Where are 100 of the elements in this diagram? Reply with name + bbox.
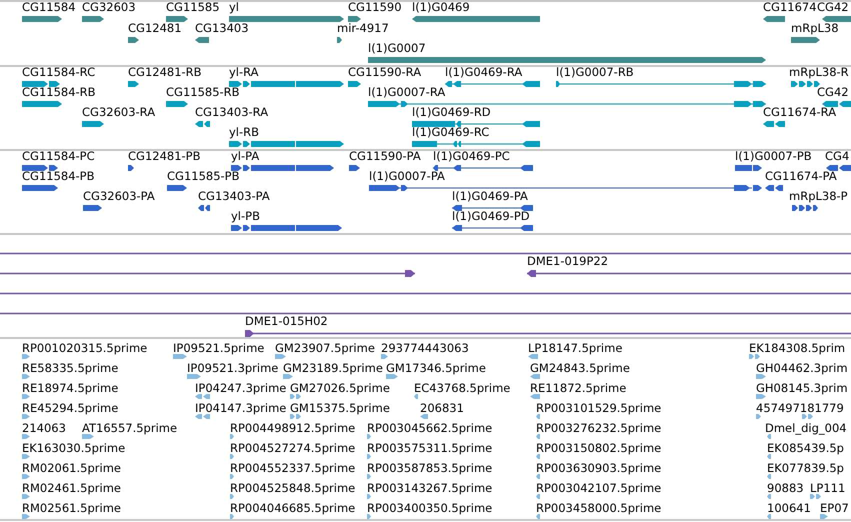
feature-label: CG11584-RC [22, 65, 96, 79]
feature-label: CG11674-PA [765, 169, 837, 183]
feature-label: l(1)G0007-PA [369, 169, 445, 183]
feature-label: RP003150802.5prime [536, 442, 662, 454]
feature-label: EK184308.5prim [749, 342, 846, 354]
feature-label: RP003276232.5prime [536, 422, 662, 434]
feature-label: l(1)G0007 [368, 41, 426, 55]
feature-label: mRpL38-R [789, 65, 849, 79]
feature-label: LP18147.5prime [528, 342, 622, 354]
feature-label: RE45294.5prime [22, 402, 118, 414]
feature-label: RP004527274.5prime [230, 442, 356, 454]
feature-label: RP001020315.5prime [22, 342, 148, 354]
feature-label: CG32603 [82, 0, 136, 14]
feature-label: CG32603-PA [83, 189, 155, 203]
feature-label: 90883 [767, 482, 804, 494]
feature-label: 293774443063 [381, 342, 469, 354]
feature-label: yl-PB [231, 209, 260, 223]
feature-label: RP004552337.5prime [230, 462, 356, 474]
feature-label: CG11584 [22, 0, 76, 14]
feature-label: IP09521.3prime [187, 362, 278, 374]
feature-label: IP09521.5prime [173, 342, 264, 354]
feature-label: CG11585 [166, 0, 220, 14]
feature-label: CG13403-RA [195, 105, 268, 119]
feature-label: CG42 [817, 85, 849, 99]
feature-label: GH04462.3prim [756, 362, 848, 374]
feature-label: l(1)G0469-RD [412, 105, 491, 119]
feature-label: CG11674 [763, 0, 817, 14]
feature-label: CG4 [825, 149, 850, 163]
feature-label: EK085439.5p [767, 442, 844, 454]
feature-label: Dmel_dig_004 [765, 422, 847, 434]
feature-label: CG11584-PC [22, 149, 95, 163]
feature-label: GH08145.3prim [756, 382, 848, 394]
feature-label: l(1)G0469-PA [452, 189, 528, 203]
feature-label: CG11590-PA [349, 149, 421, 163]
feature-label: EK077839.5p [767, 462, 844, 474]
feature-label: l(1)G0469-RA [445, 65, 522, 79]
feature-label: l(1)G0007-RB [556, 65, 634, 79]
feature-label: IP04147.3prime [195, 402, 286, 414]
feature-label: DME1-019P22 [527, 254, 608, 268]
feature-label: 206831 [420, 402, 464, 414]
feature-label: RP003143267.5prime [367, 482, 492, 494]
feature-label: CG11584-RB [22, 85, 96, 99]
feature-label: RP003630903.5prime [536, 462, 662, 474]
feature-label: CG11590 [348, 0, 402, 14]
feature-label: RP003101529.5prime [536, 402, 662, 414]
feature-label: RP003575311.5prime [367, 442, 492, 454]
feature-label: CG32603-RA [82, 105, 156, 119]
feature-label: CG12481-RB [128, 65, 202, 79]
feature-label: GM23907.5prime [275, 342, 375, 354]
feature-label: RP003045662.5prime [367, 422, 492, 434]
feature-label: CG13403 [195, 21, 249, 35]
feature-label: RP004525848.5prime [230, 482, 356, 494]
feature-label: yl [229, 0, 240, 14]
feature-label: CG13403-PA [198, 189, 270, 203]
feature-label: EK163030.5prime [22, 442, 126, 454]
feature-label: RE11872.5prime [530, 382, 626, 394]
feature-label: CG11585-PB [167, 169, 240, 183]
feature-label: RM02561.5prime [22, 502, 121, 514]
feature-label: CG11590-RA [348, 65, 422, 79]
feature-label: RP003042107.5prime [536, 482, 662, 494]
feature-label: RM02461.5prime [22, 482, 121, 494]
feature-label: 100641 [767, 502, 811, 514]
feature-label: EC43768.5prime [414, 382, 510, 394]
feature-label: IP04247.3prime [195, 382, 286, 394]
feature-label: 457497181779 [756, 402, 844, 414]
feature-label: l(1)G0007-PB [735, 149, 812, 163]
feature-label: yl-RB [229, 125, 260, 139]
feature-label: CG11585-RB [166, 85, 240, 99]
feature-label: CG42 [817, 0, 849, 14]
feature-label: l(1)G0469-RC [412, 125, 490, 139]
feature-label: RP004498912.5prime [230, 422, 356, 434]
feature-label: l(1)G0007-RA [368, 85, 446, 99]
feature-label: CG11584-PB [22, 169, 94, 183]
feature-label: l(1)G0469-PC [433, 149, 510, 163]
feature-label: RM02061.5prime [22, 462, 121, 474]
feature-label: yl-PA [231, 149, 260, 163]
feature-label: 214063 [22, 422, 66, 434]
feature-label: l(1)G0469-PD [452, 209, 530, 223]
feature-label: GM23189.5prime [283, 362, 383, 374]
feature-label: RP003587853.5prime [367, 462, 492, 474]
feature-label: EP07 [820, 502, 849, 514]
feature-label: AT16557.5prime [82, 422, 178, 434]
feature-label: GM27026.5prime [290, 382, 390, 394]
feature-label: RE58335.5prime [22, 362, 118, 374]
feature-label: yl-RA [229, 65, 259, 79]
feature-label: RP004046685.5prime [230, 502, 356, 514]
feature-label: l(1)G0469 [412, 0, 470, 14]
feature-label: RP003400350.5prime [367, 502, 492, 514]
feature-label: CG12481 [128, 21, 182, 35]
feature-label: RP003458000.5prime [536, 502, 662, 514]
feature-label: DME1-015H02 [245, 314, 328, 328]
feature-label: GM24843.5prime [530, 362, 630, 374]
feature-label: LP111 [810, 482, 846, 494]
feature-label: RE18974.5prime [22, 382, 118, 394]
feature-label: GM17346.5prime [386, 362, 486, 374]
feature-label: CG11674-RA [763, 105, 836, 119]
feature-label: mRpL38-P [789, 189, 848, 203]
feature-label: GM15375.5prime [290, 402, 390, 414]
feature-label: mir-4917 [337, 21, 389, 35]
feature-label: CG12481-PB [128, 149, 200, 163]
